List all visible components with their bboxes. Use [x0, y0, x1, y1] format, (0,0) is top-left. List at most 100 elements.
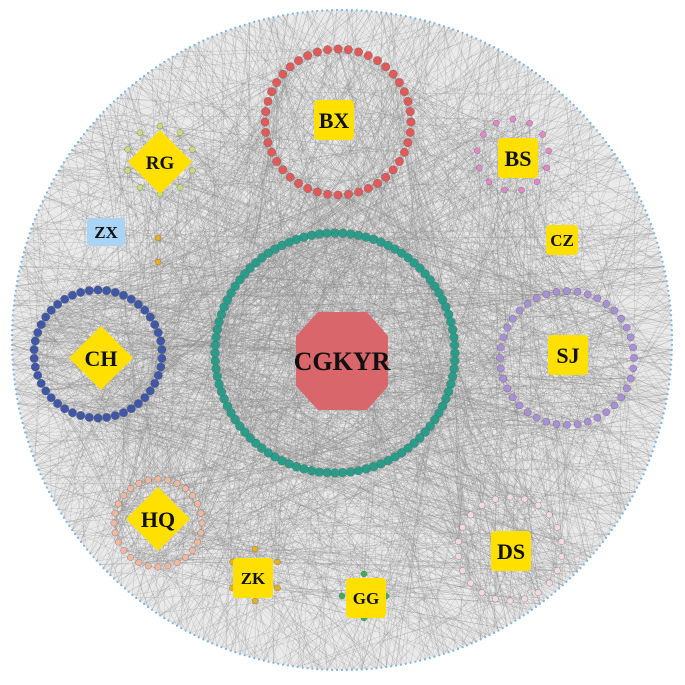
rim-node [68, 153, 71, 156]
node-ch [84, 286, 94, 295]
rim-node [649, 222, 653, 226]
label-text: ZX [94, 223, 118, 242]
rim-node [15, 393, 18, 396]
node-ds [506, 597, 514, 605]
rim-node [604, 141, 608, 144]
label-text: ZK [241, 569, 266, 588]
label-sj: SJ [548, 335, 588, 375]
rim-node [248, 655, 251, 658]
node-ds [534, 501, 542, 509]
rim-node [76, 141, 80, 144]
node-sj [573, 288, 582, 296]
node-ch [119, 408, 128, 418]
rim-node [116, 580, 119, 584]
rim-node [257, 658, 261, 661]
rim-node [73, 532, 77, 536]
node-zx [154, 234, 162, 242]
rim-node [220, 31, 223, 34]
rim-node [146, 605, 150, 609]
rim-node [613, 153, 616, 156]
rim-node [171, 622, 174, 625]
rim-node [12, 304, 15, 307]
rim-node [31, 222, 35, 226]
center-label: CGKYR [294, 347, 391, 376]
node-hq [144, 476, 152, 484]
node-sj [622, 384, 631, 393]
node-sj [496, 354, 504, 362]
node-ch [145, 386, 155, 396]
rim-node [171, 55, 174, 58]
node-bx [405, 107, 415, 116]
rim-node [670, 334, 674, 337]
rim-node [624, 508, 627, 511]
rim-node [663, 270, 666, 273]
rim-node [25, 436, 28, 439]
rim-node [163, 617, 166, 620]
rim-node [619, 516, 622, 519]
label-box [491, 531, 531, 571]
rim-node [461, 31, 464, 34]
rim-node [345, 8, 348, 12]
rim-node [667, 294, 671, 297]
rim-node [656, 241, 659, 244]
rim-node [534, 605, 538, 609]
node-cgkyr [430, 281, 440, 291]
node-hq [115, 538, 122, 546]
rim-node [518, 60, 521, 64]
rim-node [666, 284, 669, 287]
rim-node [399, 663, 402, 666]
node-hq [173, 559, 181, 566]
rim-node [651, 227, 654, 230]
rim-node [522, 614, 525, 617]
rim-node [25, 241, 28, 244]
rim-node [447, 26, 450, 29]
node-hq [154, 475, 162, 483]
rim-node [50, 182, 53, 185]
node-hq [111, 509, 119, 517]
node-cgkyr [211, 364, 221, 374]
rim-node [311, 10, 314, 13]
rim-node [13, 294, 17, 297]
node-cgkyr [240, 269, 250, 279]
node-hq [197, 529, 205, 537]
node-cgkyr [210, 340, 220, 350]
rim-node [670, 324, 673, 327]
rim-node [68, 524, 71, 528]
node-cgkyr [403, 443, 413, 453]
rim-node [120, 93, 123, 96]
rim-node [50, 495, 53, 498]
rim-node [71, 528, 74, 532]
rim-node [14, 388, 17, 391]
rim-node [102, 110, 105, 113]
node-cgkyr [415, 433, 425, 443]
rim-node [45, 191, 49, 194]
rim-node [253, 657, 256, 660]
node-ch [153, 328, 163, 337]
rim-node [131, 84, 134, 87]
node-cgkyr [425, 421, 435, 431]
node-bx [363, 184, 373, 193]
node-bs [480, 131, 487, 138]
rim-node [65, 157, 68, 160]
node-cgkyr [397, 248, 407, 258]
rim-node [291, 665, 294, 668]
node-ds [545, 511, 553, 519]
rim-node [649, 454, 653, 458]
rim-node [409, 16, 412, 19]
rim-node [576, 570, 579, 573]
rim-node [13, 383, 17, 386]
rim-node [238, 25, 242, 28]
node-bs [474, 147, 481, 154]
ring-ch [29, 285, 167, 423]
rim-node [215, 644, 218, 647]
node-sj [503, 384, 512, 393]
node-ch [134, 399, 143, 408]
node-bx [363, 51, 373, 60]
rim-node [135, 80, 138, 84]
rim-node [150, 69, 154, 72]
rim-node [526, 611, 530, 614]
rim-node [602, 540, 605, 544]
